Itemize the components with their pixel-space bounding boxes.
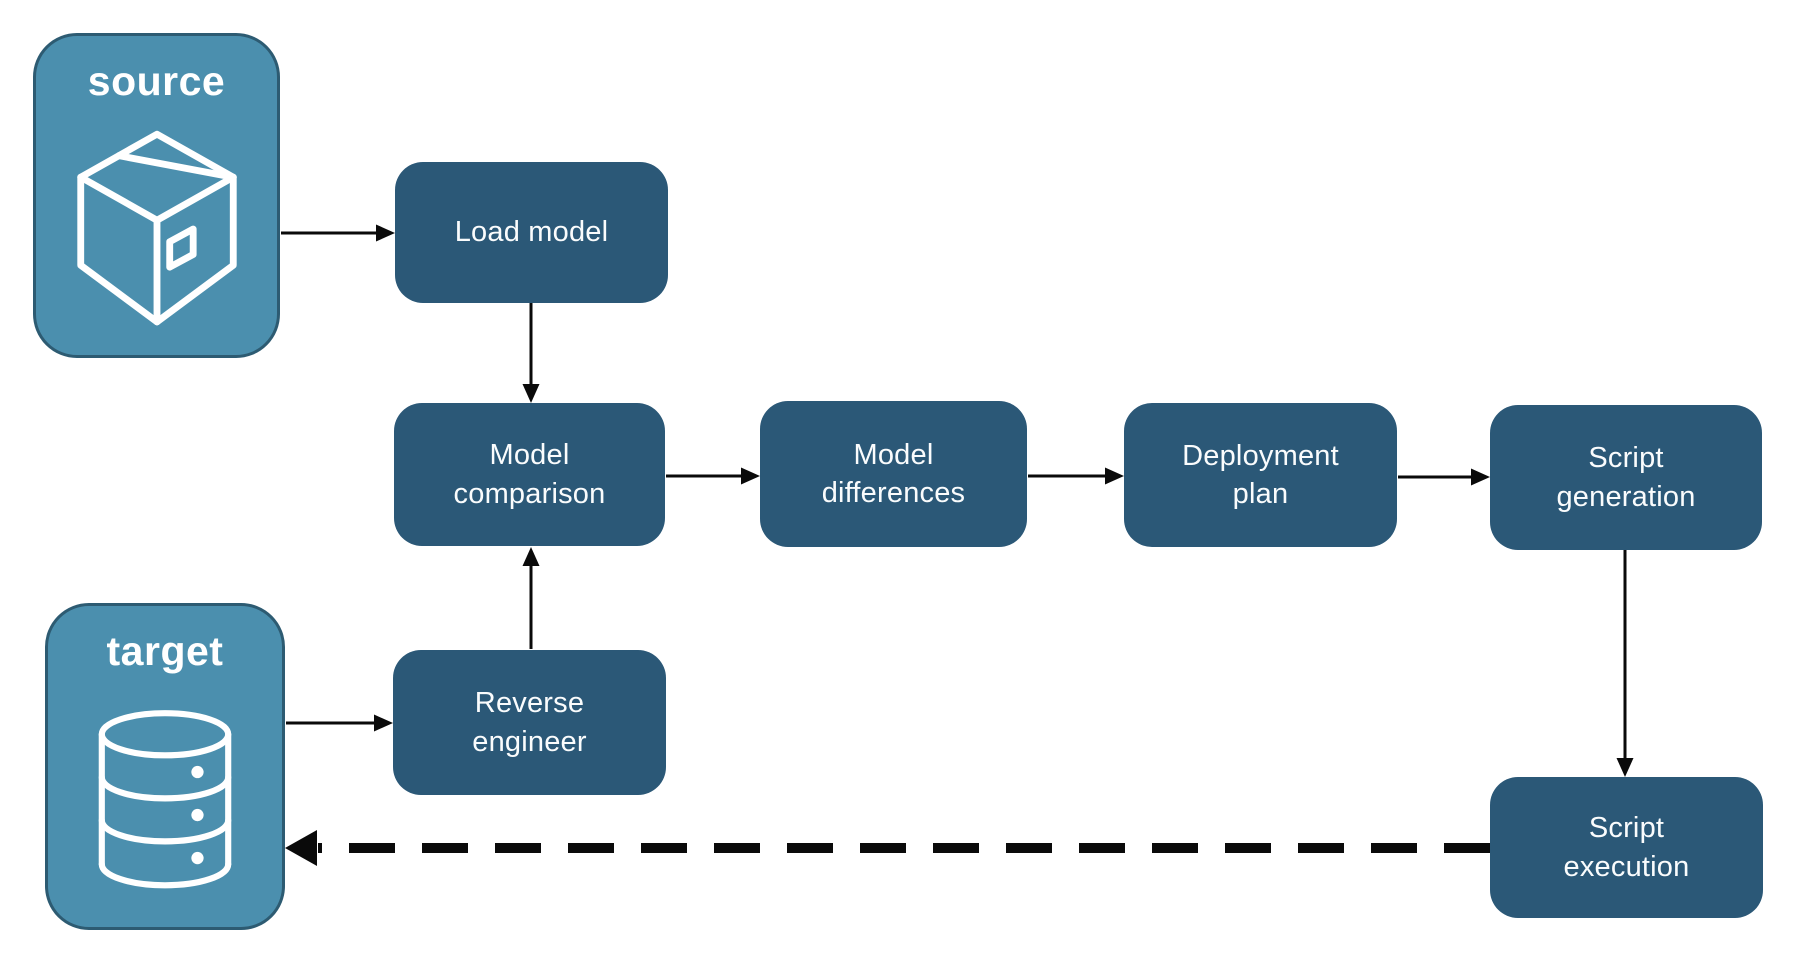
node-load-model-label: Load model <box>454 216 609 249</box>
node-script-execution-label: Script execution <box>1563 812 1690 883</box>
edge-reverse-engineer-to-model-comparison <box>522 547 540 649</box>
edge-source-to-load-model <box>281 224 395 242</box>
target-label: target <box>106 628 224 674</box>
node-load-model: Load model <box>395 162 668 303</box>
edge-model-differences-to-deployment-plan <box>1028 467 1124 485</box>
edge-target-to-reverse-engineer <box>286 714 393 732</box>
node-deployment-plan-label: Deployment plan <box>1182 439 1339 510</box>
edge-model-comparison-to-model-differences <box>666 467 760 485</box>
node-model-comparison-label: Model comparison <box>453 439 606 510</box>
edge-deployment-plan-to-script-generation <box>1398 468 1490 486</box>
node-script-generation: Script generation <box>1490 405 1762 550</box>
source-label: source <box>87 58 226 104</box>
edge-script-generation-to-script-execution <box>1616 550 1634 777</box>
node-reverse-engineer-label: Reverse engineer <box>472 687 587 758</box>
node-deployment-plan: Deployment plan <box>1124 403 1397 547</box>
endpoint-source: source <box>33 33 280 358</box>
node-model-differences-label: Model differences <box>821 438 966 509</box>
node-model-comparison: Model comparison <box>394 403 665 546</box>
node-script-generation-label: Script generation <box>1556 442 1696 513</box>
edge-load-model-to-model-comparison <box>522 303 540 403</box>
edge-script-execution-to-target <box>285 830 1490 866</box>
node-model-differences: Model differences <box>760 401 1027 547</box>
package-box-icon <box>36 105 277 355</box>
node-script-execution: Script execution <box>1490 777 1763 918</box>
endpoint-target: target <box>45 603 285 930</box>
node-reverse-engineer: Reverse engineer <box>393 650 666 795</box>
database-icon <box>48 675 282 927</box>
